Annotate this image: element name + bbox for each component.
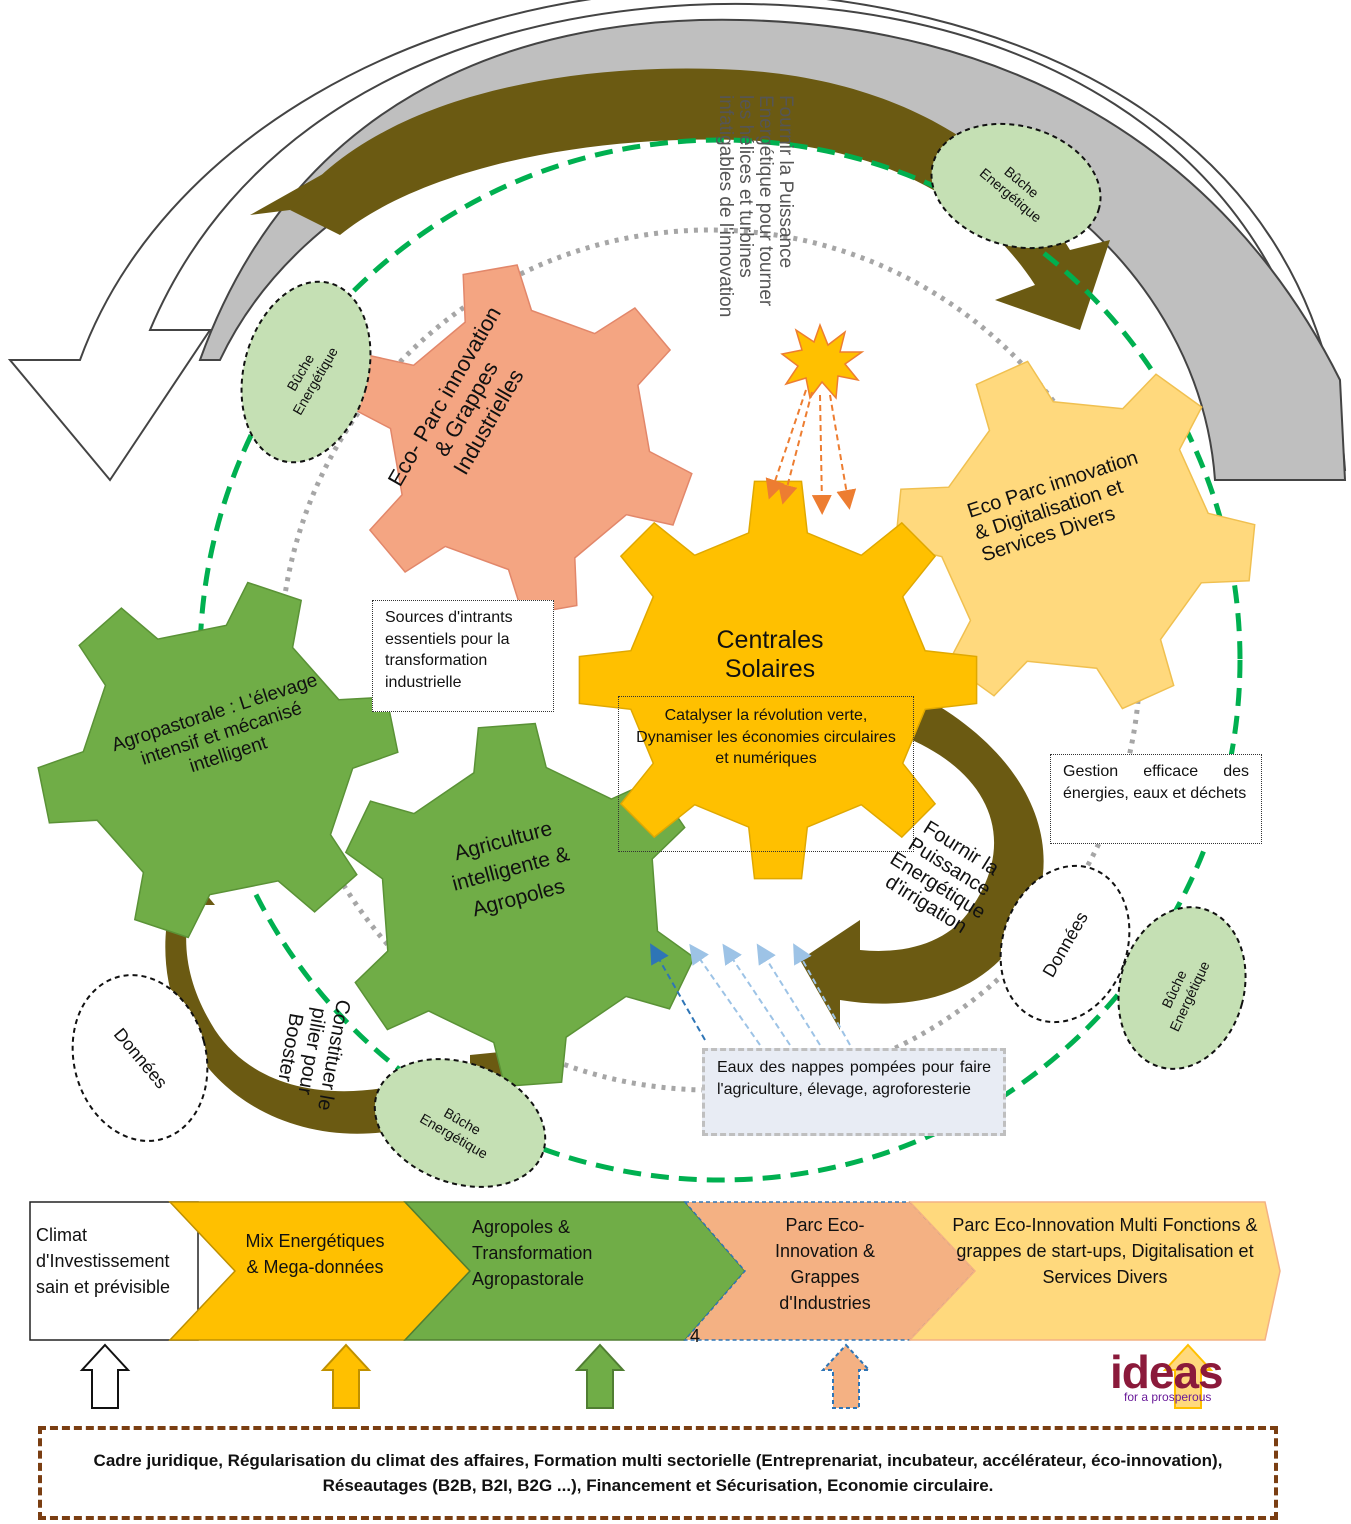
logo-word: ideas [1110, 1346, 1224, 1398]
note-catalyser: Catalyser la révolution verte, Dynamiser… [618, 696, 914, 852]
chevron-digital [908, 1201, 1281, 1341]
chevron-label-industries: Parc Eco-Innovation & Grappes d'Industri… [774, 1215, 876, 1314]
page-number: 4 [690, 1326, 701, 1346]
chevron-label-mix: Mix Energétiques & Mega-données [245, 1231, 385, 1278]
top-arrow-text: Fournir la Puissance Energétique pour to… [715, 95, 796, 318]
gear-agriculture [344, 722, 696, 1088]
note-sources: Sources d'intrants essentiels pour la tr… [372, 600, 554, 712]
buche-ellipse [930, 122, 1102, 250]
chevron-label-agropoles: Agropoles & Transformation Agropastorale [472, 1217, 593, 1290]
up-arrow-white [79, 1343, 131, 1409]
framework-box: Cadre juridique, Régularisation du clima… [38, 1426, 1278, 1520]
sun-ray [765, 389, 807, 500]
buche-ellipse [373, 1058, 547, 1188]
chevron-climat [29, 1201, 199, 1341]
white-cycle-arrow [7, 0, 1347, 482]
donnees-ellipse [71, 974, 209, 1142]
irrigation-arrow [800, 690, 1044, 1030]
sun-ray [777, 391, 813, 505]
sun-icon [780, 322, 865, 400]
ideas-logo: ideas for a prosperous [1110, 1345, 1280, 1425]
top-olive-arrow [290, 68, 1110, 331]
gear-centrales [578, 480, 978, 880]
up-arrow-green [574, 1343, 626, 1409]
up-arrow-salmon [820, 1343, 872, 1409]
up-arrow-yellow [320, 1343, 372, 1409]
logo-tagline: for a prosperous [1124, 1390, 1212, 1404]
water-ray [689, 943, 761, 1046]
gear-agropastorale [37, 581, 399, 939]
donnees-ellipse [999, 864, 1131, 1024]
water-ray [756, 943, 821, 1046]
chevron-label-climat: Climat d'Investissement sain et prévisib… [36, 1225, 171, 1298]
buche-ellipse [1117, 906, 1247, 1070]
water-ray [793, 943, 851, 1046]
sun-ray [829, 394, 857, 510]
note-gestion: Gestion efficace des énergies, eaux et d… [1050, 754, 1262, 844]
booster-arrow [145, 850, 420, 1134]
water-ray [722, 943, 791, 1046]
buche-ellipse [240, 280, 372, 464]
note-eaux: Eaux des nappes pompées pour faire l'agr… [702, 1048, 1006, 1136]
chevron-label-digital: Parc Eco-Innovation Multi Fonctions & gr… [952, 1215, 1258, 1288]
gear-parc-digital [894, 360, 1256, 710]
gear-label-centrales: Centrales Solaires [716, 626, 824, 683]
sun-ray [811, 394, 832, 515]
gear-parc-industriel [347, 264, 693, 616]
up-arrow-gold [1162, 1343, 1214, 1409]
water-ray [650, 943, 706, 1041]
